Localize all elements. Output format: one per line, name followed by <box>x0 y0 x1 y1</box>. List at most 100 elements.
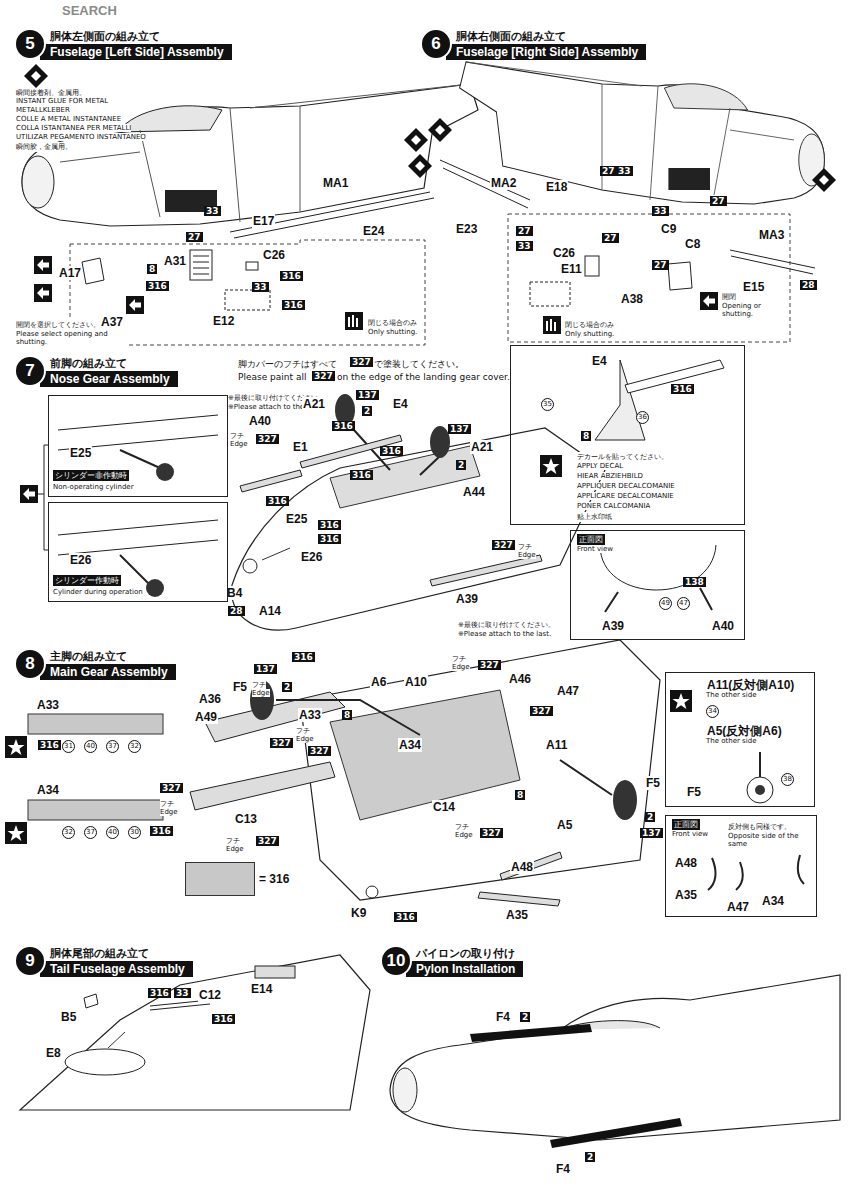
part-number: E26 <box>69 553 92 567</box>
instruction-note: Front view <box>672 830 708 838</box>
part-number: E25 <box>285 512 308 526</box>
step-header: 8主脚の組み立てMain Gear Assembly <box>14 648 176 680</box>
instruction-note: INSTANT GLUE FOR METAL <box>16 97 108 105</box>
paint-code: 138 <box>683 577 706 587</box>
paint-code: 316 <box>148 988 171 998</box>
step-number: 8 <box>14 648 46 680</box>
part-number: MA3 <box>758 228 785 242</box>
paint-code: 27 <box>516 226 533 236</box>
decal-number: 35 <box>541 398 554 411</box>
caption-tag: シリンダー作動時 <box>53 575 121 586</box>
step-title-en: Fuselage [Left Side] Assembly <box>40 44 232 60</box>
step-header: 5胴体左側面の組み立てFuselage [Left Side] Assembly <box>14 28 232 60</box>
paint-code: 316 <box>266 496 289 506</box>
paint-code: 327 <box>270 738 293 748</box>
paint-code: 33 <box>204 206 221 216</box>
instruction-note: COLLE A METAL INSTANTANEE <box>16 115 121 123</box>
step-header: 6胴体右側面の組み立てFuselage [Right Side] Assembl… <box>420 28 646 60</box>
inset-box: 正面図Front viewA39A401384947 <box>570 530 745 640</box>
part-number: A49 <box>194 710 218 724</box>
paint-code: 2 <box>362 406 372 416</box>
instruction-note: ※Please attach to the last. <box>458 630 551 638</box>
instruction-note: Please paint all <box>238 372 306 382</box>
part-number: C13 <box>234 812 258 826</box>
part-number: A21 <box>302 397 326 411</box>
step-number: 6 <box>420 28 452 60</box>
part-number: A21 <box>470 440 494 454</box>
part-number: A48 <box>674 856 698 870</box>
inset-box: E25シリンダー非作動時Non-operating cylinder <box>48 395 228 497</box>
paint-code: 316 <box>318 534 341 544</box>
inset-box: 正面図Front view反対側も同様です。Opposite side of t… <box>665 815 817 917</box>
part-number: A34 <box>36 783 60 797</box>
decal-number: 31 <box>62 740 75 753</box>
decal-number: 32 <box>62 826 75 839</box>
paint-code: 316 <box>38 740 61 750</box>
paint-code: 316 <box>146 281 169 291</box>
legend-item: = 316 <box>185 862 289 896</box>
paint-code: 2 <box>456 460 466 470</box>
part-number: K9 <box>350 906 367 920</box>
paint-code: 327 <box>256 434 279 444</box>
part-number: F4 <box>495 1010 511 1024</box>
caption-tag: シリンダー非作動時 <box>53 470 129 481</box>
paint-code: 28 <box>800 280 817 290</box>
instruction-note: 開閉を選択してください。 <box>16 320 100 330</box>
instruction-note: ※最後に取り付けてください。 <box>458 620 555 630</box>
paint-code: 327 <box>480 828 503 838</box>
part-number: C9 <box>660 222 677 236</box>
instruction-note: APPLIQUER DECALCOMANIE <box>577 482 675 490</box>
decal-number: 47 <box>677 597 690 610</box>
inset-box: E26シリンダー作動時Cylinder during operation <box>48 502 228 602</box>
part-number: A35 <box>505 908 529 922</box>
part-number: B4 <box>226 586 243 600</box>
paint-code: 316 <box>394 912 417 922</box>
edge-note: Edge <box>252 689 270 697</box>
paint-code: 316 <box>318 520 341 530</box>
decal-number: 37 <box>84 826 97 839</box>
part-number: A36 <box>198 692 222 706</box>
part-number: A33 <box>36 698 60 712</box>
paint-code: 2 <box>585 1152 595 1162</box>
step-number: 9 <box>14 945 46 977</box>
part-number: E1 <box>292 440 309 454</box>
paint-code: 33 <box>616 166 633 176</box>
paint-code: 8 <box>342 710 352 720</box>
part-number: A10 <box>404 675 428 689</box>
part-number: A47 <box>726 900 750 914</box>
part-number: E14 <box>250 982 273 996</box>
paint-code: 316 <box>671 384 694 394</box>
caption-tag: 正面図 <box>672 819 700 830</box>
step-title: パイロンの取り付けPylon Installation <box>406 946 523 977</box>
instruction-note: COLLA ISTANTANEA PER METALLI <box>16 124 131 132</box>
part-number: A38 <box>620 292 644 306</box>
instruction-note: 閉じる場合のみ <box>368 318 417 328</box>
paint-code: 2 <box>520 1012 530 1022</box>
part-number: A31 <box>163 254 187 268</box>
instruction-note: Opening or shutting. <box>722 302 782 318</box>
paint-code: 27 <box>710 196 727 206</box>
step-title-jp: 胴体左側面の組み立て <box>40 29 232 44</box>
part-number: A17 <box>58 266 82 280</box>
part-number: A11 <box>545 738 568 752</box>
decal-number: 40 <box>106 826 119 839</box>
paint-code: 316 <box>332 421 355 431</box>
decal-number: 49 <box>659 597 672 610</box>
paint-code: 137 <box>448 424 471 434</box>
part-number: A44 <box>462 485 486 499</box>
part-number: A40 <box>248 414 272 428</box>
instruction-note: 開閉 <box>722 292 736 302</box>
step-title-en: Main Gear Assembly <box>40 664 176 680</box>
instruction-note: APPLICARE DECALCOMANIE <box>577 492 674 500</box>
part-number: E26 <box>300 550 323 564</box>
paint-code: 137 <box>254 664 277 674</box>
part-number: F5 <box>686 785 702 799</box>
step-title: 胴体尾部の組み立てTail Fuselage Assembly <box>40 946 193 977</box>
paint-code: 316 <box>212 1014 235 1024</box>
edge-note: Edge <box>160 808 178 816</box>
instruction-note: Opposite side of the same <box>728 832 813 848</box>
part-number: E4 <box>591 354 608 368</box>
instruction-note: Front view <box>577 545 613 553</box>
step-title-jp: パイロンの取り付け <box>406 946 523 961</box>
step-header: 10パイロンの取り付けPylon Installation <box>380 945 523 977</box>
